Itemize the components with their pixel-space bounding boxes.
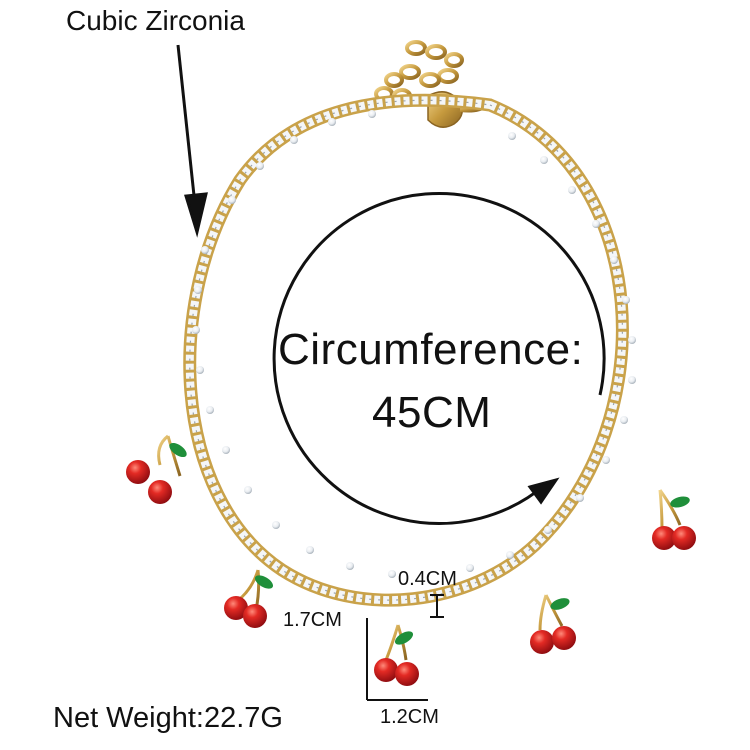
crystal-stones <box>192 110 636 578</box>
circumference-title: Circumference: <box>278 325 584 374</box>
charm-width-label: 1.2CM <box>380 706 439 728</box>
chain-width-label: 0.4CM <box>398 568 457 590</box>
material-label: Cubic Zirconia <box>66 5 245 36</box>
cherry-icon <box>530 594 576 654</box>
cherry-icon <box>224 569 274 628</box>
chain-width-marker <box>430 594 444 618</box>
charm-height-label: 1.7CM <box>283 609 342 631</box>
charm-dimension-lines <box>366 618 428 701</box>
cherry-icon <box>374 624 419 686</box>
cherry-icon <box>652 489 696 550</box>
circumference-arrow <box>272 192 606 525</box>
cherry-icon <box>126 434 187 504</box>
material-pointer-arrow <box>176 44 208 238</box>
tennis-chain <box>183 93 629 607</box>
circumference-value: 45CM <box>372 388 492 437</box>
net-weight-label: Net Weight:22.7G <box>53 702 283 734</box>
